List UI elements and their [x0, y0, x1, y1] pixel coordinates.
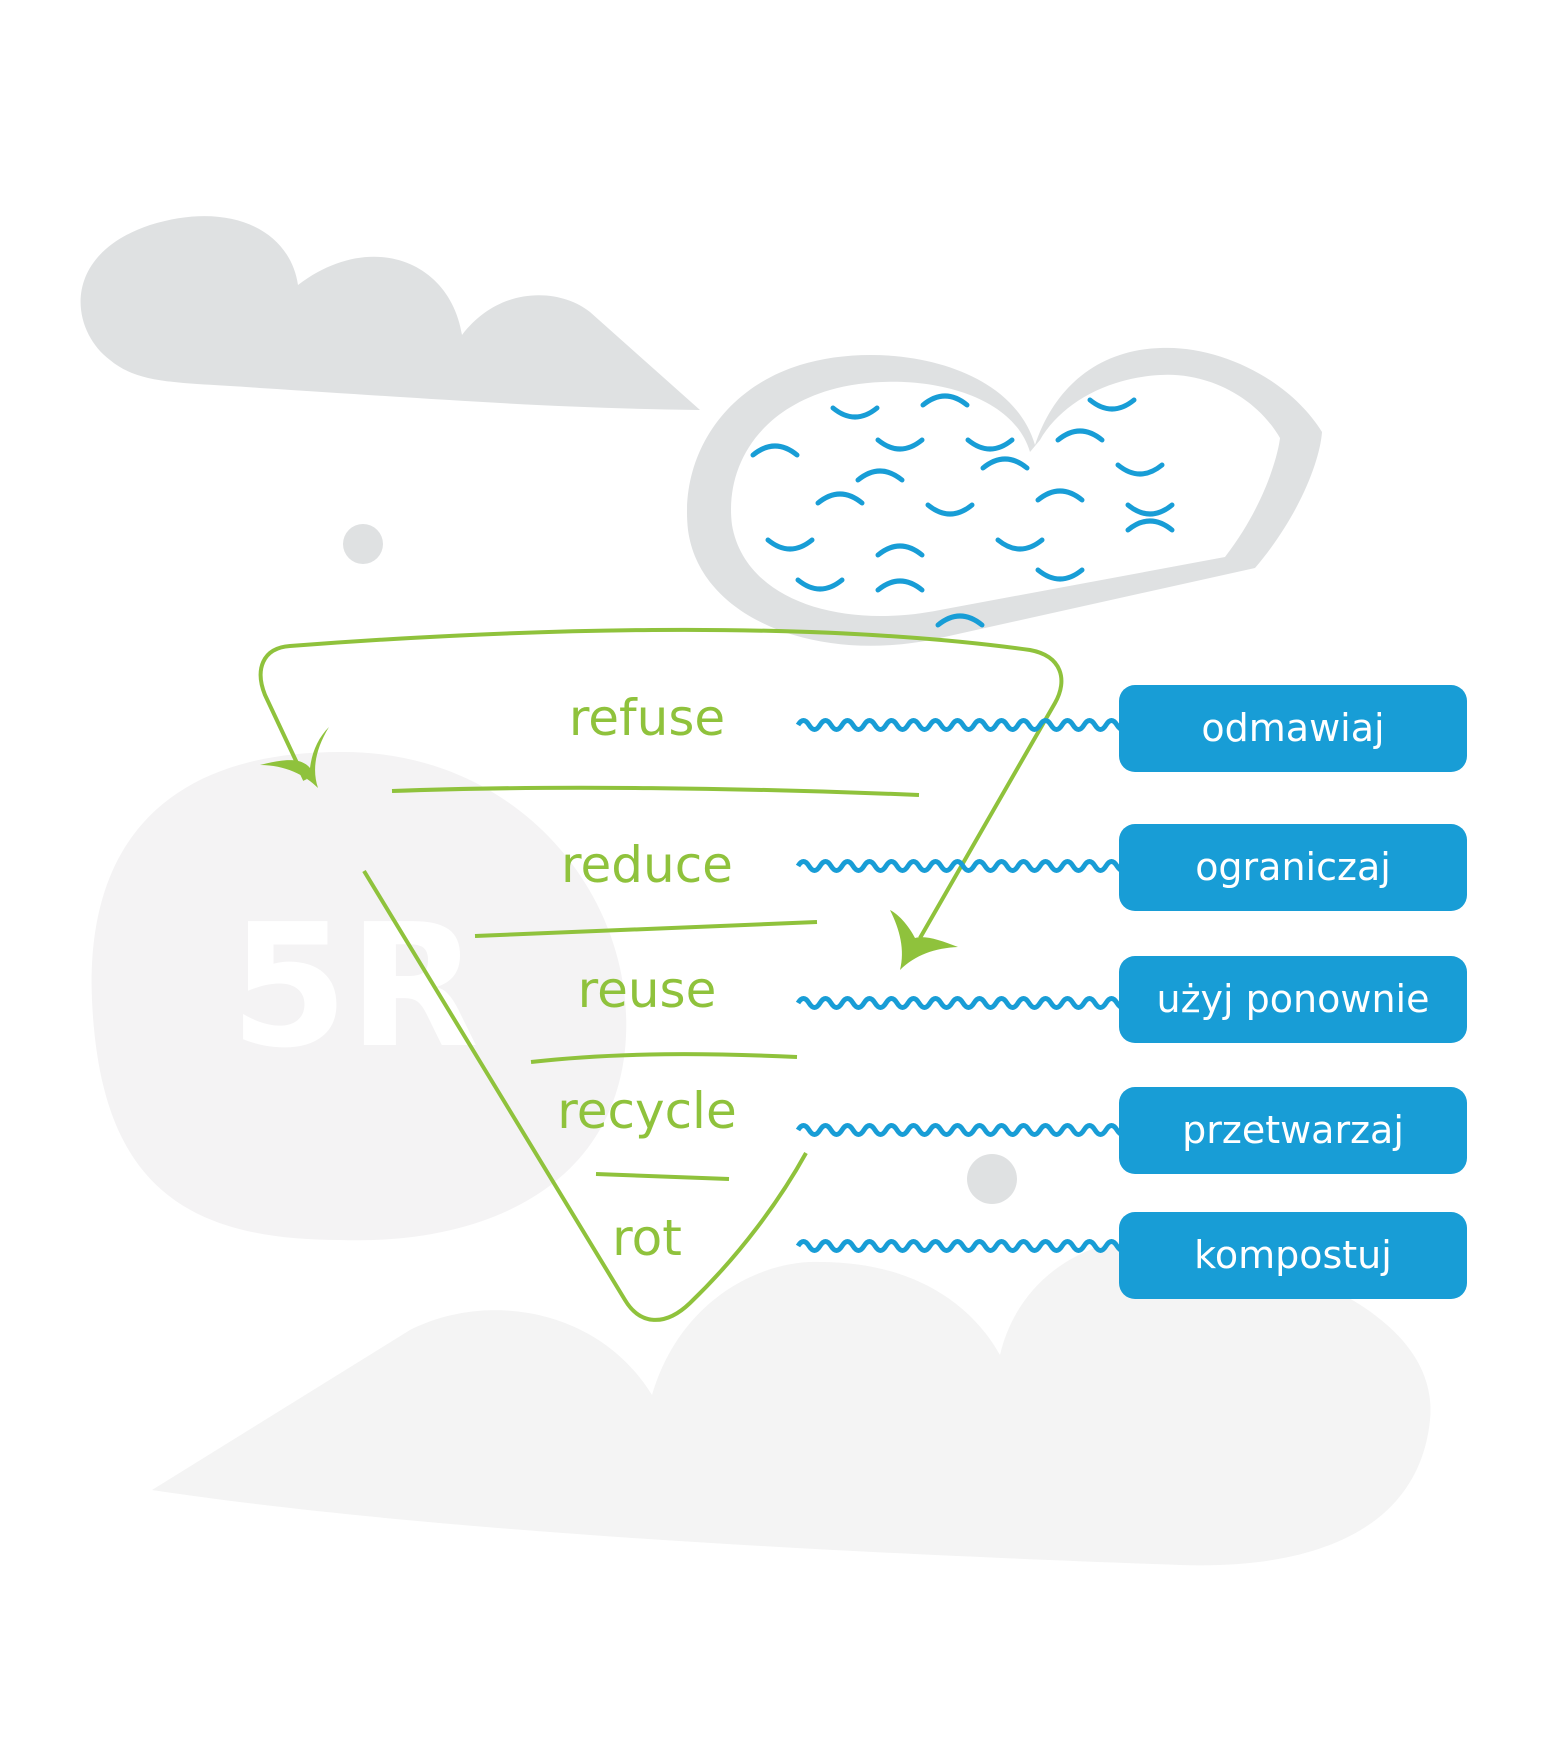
scale-mark [980, 456, 1030, 471]
step-label: reuse [578, 961, 717, 1019]
scale-mark [995, 537, 1045, 552]
scale-mark [965, 437, 1015, 452]
step-rot: rot kompostuj [612, 1209, 1467, 1299]
step-label: recycle [557, 1082, 736, 1140]
wavy-connector [795, 718, 1131, 732]
translation-label: kompostuj [1194, 1233, 1392, 1277]
scale-mark [1125, 518, 1175, 533]
separator [530, 1052, 798, 1064]
step-label: rot [612, 1209, 682, 1267]
scale-mark [1115, 462, 1165, 477]
scale-mark [1035, 567, 1085, 582]
funnel-left [362, 869, 808, 1322]
step-label: refuse [569, 689, 725, 747]
blob-5r [91, 751, 627, 1241]
scale-mark [935, 613, 985, 628]
scale-mark [1125, 502, 1175, 517]
scale-mark [855, 468, 905, 483]
scale-mark [1087, 397, 1137, 412]
step-reduce: reduce ograniczaj [561, 824, 1467, 911]
translation-box [1119, 824, 1467, 911]
translation-box [1119, 1212, 1467, 1299]
dot [343, 524, 383, 564]
funnel [258, 627, 1064, 1322]
scale-mark [1055, 428, 1105, 443]
arrowhead-right-icon [890, 910, 958, 970]
scale-mark [815, 491, 865, 506]
scale-mark [1035, 488, 1085, 503]
scale-mark [830, 405, 880, 420]
heart-icon [686, 347, 1322, 646]
cloud-bottom [152, 1238, 1431, 1566]
separator [595, 1172, 730, 1181]
scale-mark [750, 443, 800, 458]
cloud-top [80, 216, 700, 410]
scale-mark [920, 393, 970, 408]
separator [474, 920, 818, 938]
logo-5r: 5R [230, 888, 479, 1086]
step-recycle: recycle przetwarzaj [557, 1082, 1467, 1174]
translation-box [1119, 956, 1467, 1043]
scale-mark [925, 502, 975, 517]
translation-label: użyj ponownie [1157, 977, 1430, 1021]
wavy-connector [795, 1123, 1131, 1137]
step-label: reduce [561, 836, 733, 894]
scale-mark [875, 543, 925, 558]
dot [967, 1154, 1017, 1204]
funnel-top-arc [258, 627, 1064, 939]
translation-label: przetwarzaj [1182, 1108, 1404, 1152]
scale-mark [765, 537, 815, 552]
scale-mark [795, 577, 845, 592]
translation-label: odmawiaj [1201, 706, 1384, 750]
translation-box [1119, 685, 1467, 772]
scale-mark [875, 578, 925, 593]
wavy-connector [795, 1239, 1131, 1253]
scale-mark [875, 437, 925, 452]
separator [391, 785, 920, 797]
wavy-connector [795, 859, 1131, 873]
step-refuse: refuse odmawiaj [569, 685, 1467, 772]
step-reuse: reuse użyj ponownie [578, 956, 1467, 1043]
translation-box [1119, 1087, 1467, 1174]
translation-label: ograniczaj [1195, 845, 1391, 889]
wavy-connector [795, 996, 1131, 1010]
arrowhead-left-icon [260, 727, 329, 788]
